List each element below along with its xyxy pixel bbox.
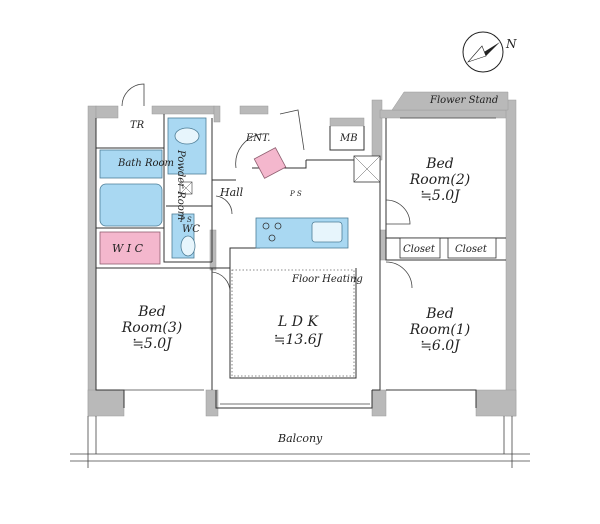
bath-room-label: Bath Room <box>117 158 174 169</box>
bed-room-2-label: Bed Room(2) ≒5.0J <box>409 156 471 204</box>
balcony-label: Balcony <box>277 432 323 445</box>
closets <box>399 237 497 259</box>
powder-room-vanity <box>167 117 207 175</box>
floor-heating-zone <box>231 269 355 377</box>
north-label: N <box>505 37 517 51</box>
svg-text:Room(3): Room(3) <box>121 320 183 336</box>
wc-label: WC <box>182 224 200 235</box>
ldk-label: L D K ≒13.6J <box>274 314 324 348</box>
kitchen-sink-icon <box>311 221 343 243</box>
bed-room-3-label: Bed Room(3) ≒5.0J <box>121 304 183 352</box>
balcony-railing <box>70 416 530 468</box>
svg-text:≒13.6J: ≒13.6J <box>274 332 324 348</box>
bathtub <box>99 183 163 227</box>
svg-text:Bed: Bed <box>137 304 166 320</box>
svg-text:Room(1): Room(1) <box>409 322 471 338</box>
svg-text:≒6.0J: ≒6.0J <box>420 338 461 354</box>
ent-label: ENT. <box>245 133 270 144</box>
entrance-shoe-box <box>253 147 287 179</box>
svg-text:Bed: Bed <box>425 156 454 172</box>
window-marks <box>120 117 496 405</box>
ps-shafts <box>179 155 381 195</box>
mb-label: MB <box>339 133 358 144</box>
door-swings <box>121 83 413 293</box>
floor-heating-label: Floor Heating <box>291 274 363 285</box>
flower-stand-label: Flower Stand <box>429 95 498 106</box>
bath-counter <box>99 149 163 179</box>
powder-room-label: Powder Room <box>175 149 186 220</box>
ps-top-label: P S <box>289 190 302 198</box>
closet-2-label: Closet <box>455 244 488 255</box>
flower-stand <box>391 91 509 111</box>
svg-text:Room(2): Room(2) <box>409 172 471 188</box>
svg-text:L D K: L D K <box>277 314 319 330</box>
walls <box>87 99 517 417</box>
wic-fill <box>99 231 161 265</box>
closet-1-label: Closet <box>403 244 436 255</box>
bed-room-1-label: Bed Room(1) ≒6.0J <box>409 306 471 354</box>
north-arrow-icon: N <box>462 31 517 73</box>
storage-areas <box>99 147 287 265</box>
svg-text:Bed: Bed <box>425 306 454 322</box>
wet-areas <box>99 117 349 259</box>
svg-text:≒5.0J: ≒5.0J <box>132 336 173 352</box>
wic-label: W I C <box>112 242 144 255</box>
hall-label: Hall <box>219 186 244 199</box>
toilet-icon <box>180 235 196 257</box>
svg-text:≒5.0J: ≒5.0J <box>420 188 461 204</box>
ps-wc-label: P S <box>179 216 192 224</box>
sink-icon <box>174 127 200 145</box>
stove-icon <box>262 222 282 242</box>
tr-label: TR <box>130 120 145 131</box>
